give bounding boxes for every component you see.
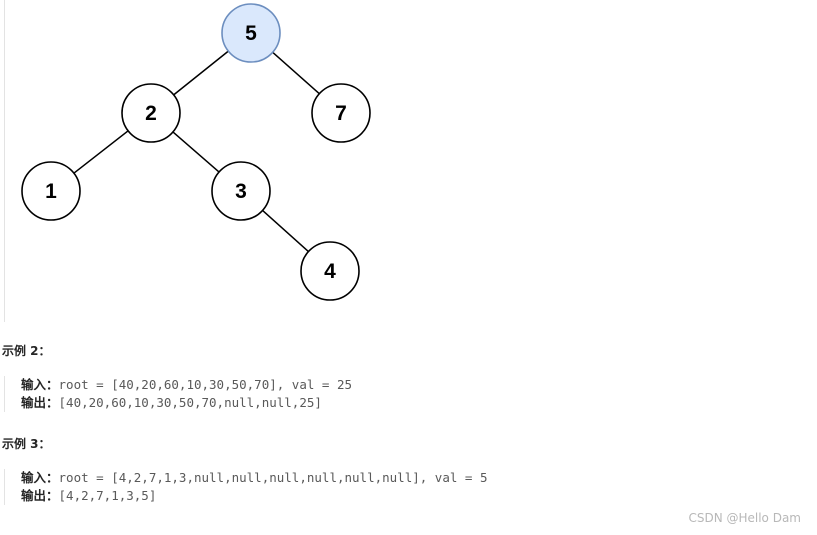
tree-svg: 5 2 7 1 3 4 xyxy=(21,3,371,301)
example-3-output-label: 输出： xyxy=(21,488,59,503)
tree-node-2: 2 xyxy=(121,83,181,143)
example-3-heading: 示例 3： xyxy=(2,437,51,451)
tree-node-4: 4 xyxy=(300,241,360,301)
binary-tree-diagram: 5 2 7 1 3 4 xyxy=(0,0,420,320)
example-3-code-block: 输入：root = [4,2,7,1,3,null,null,null,null… xyxy=(4,469,487,505)
example-2-output-line: 输出：[40,20,60,10,30,50,70,null,null,25] xyxy=(21,394,352,412)
tree-node-label: 7 xyxy=(335,102,347,125)
tree-node-3: 3 xyxy=(211,161,271,221)
example-2-output-label: 输出： xyxy=(21,395,59,410)
csdn-watermark: CSDN @Hello Dam xyxy=(688,511,801,525)
example-2-input-line: 输入：root = [40,20,60,10,30,50,70], val = … xyxy=(21,376,352,394)
example-2-output-value: [40,20,60,10,30,50,70,null,null,25] xyxy=(58,395,322,410)
example-2-code-block: 输入：root = [40,20,60,10,30,50,70], val = … xyxy=(4,376,352,412)
tree-node-circle xyxy=(211,161,271,221)
tree-edge-n2-n1 xyxy=(73,130,129,174)
example-3-input-label: 输入： xyxy=(21,470,59,485)
tree-node-circle xyxy=(121,83,181,143)
example-3-output-line: 输出：[4,2,7,1,3,5] xyxy=(21,487,487,505)
tree-node-label: 5 xyxy=(245,22,257,45)
example-2-heading: 示例 2： xyxy=(2,344,51,358)
example-2-input-label: 输入： xyxy=(21,377,59,392)
example-3-input-line: 输入：root = [4,2,7,1,3,null,null,null,null… xyxy=(21,469,487,487)
tree-node-1: 1 xyxy=(21,161,81,221)
tree-node-circle xyxy=(21,161,81,221)
tree-node-circle xyxy=(221,3,281,63)
tree-node-circle xyxy=(300,241,360,301)
tree-node-label: 2 xyxy=(145,102,157,125)
tree-node-label: 1 xyxy=(45,180,57,203)
tree-node-7: 7 xyxy=(311,83,371,143)
tree-edge-n2-n3 xyxy=(172,131,220,173)
top-left-rule xyxy=(4,0,5,322)
example-3-output-value: [4,2,7,1,3,5] xyxy=(58,488,157,503)
tree-node-label: 4 xyxy=(324,260,336,283)
example-2-input-value: root = [40,20,60,10,30,50,70], val = 25 xyxy=(58,377,353,392)
tree-node-circle xyxy=(311,83,371,143)
example-3-input-value: root = [4,2,7,1,3,null,null,null,null,nu… xyxy=(58,470,488,485)
tree-edge-n5-n7 xyxy=(272,51,320,95)
tree-node-5: 5 xyxy=(221,3,281,63)
tree-edge-n3-n4 xyxy=(262,209,309,253)
tree-edge-n5-n2 xyxy=(173,50,229,96)
tree-node-label: 3 xyxy=(235,180,247,203)
